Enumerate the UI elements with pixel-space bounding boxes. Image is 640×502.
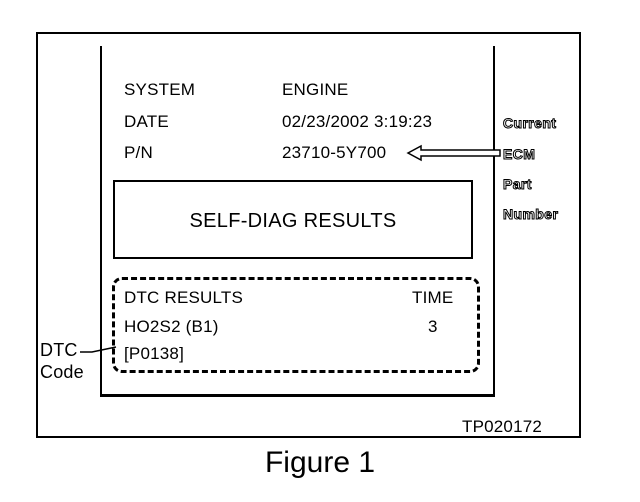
callout-dtc-line-1: DTC bbox=[40, 340, 78, 360]
date-label: DATE bbox=[124, 112, 169, 131]
system-label: SYSTEM bbox=[124, 80, 196, 99]
dtc-results-header: DTC RESULTS bbox=[124, 288, 244, 307]
callout-ecm-line-4: Number bbox=[502, 206, 559, 223]
date-value: 02/23/2002 3:19:23 bbox=[282, 112, 433, 131]
part-number-value: 23710-5Y700 bbox=[282, 143, 387, 162]
figure-caption: Figure 1 bbox=[264, 446, 376, 479]
figure-id: TP020172 bbox=[462, 417, 543, 436]
dtc-results-box bbox=[112, 277, 480, 373]
system-value: ENGINE bbox=[282, 80, 349, 99]
dtc-row-name: HO2S2 (B1) bbox=[124, 317, 219, 336]
callout-ecm-line-3: Part bbox=[503, 176, 532, 193]
self-diag-results-box: SELF-DIAG RESULTS bbox=[113, 180, 473, 259]
part-number-label: P/N bbox=[124, 143, 153, 162]
dtc-row-time: 3 bbox=[428, 317, 438, 336]
callout-dtc-line-2: Code bbox=[40, 362, 84, 382]
dtc-row-code: [P0138] bbox=[124, 344, 185, 363]
time-header: TIME bbox=[412, 288, 454, 307]
scan-tool-screen-frame bbox=[100, 46, 495, 397]
callout-ecm-line-2: ECM bbox=[502, 146, 536, 163]
figure-outer-frame bbox=[36, 32, 581, 438]
callout-ecm-line-1: Current bbox=[502, 115, 557, 132]
self-diag-results-title: SELF-DIAG RESULTS bbox=[189, 210, 397, 232]
